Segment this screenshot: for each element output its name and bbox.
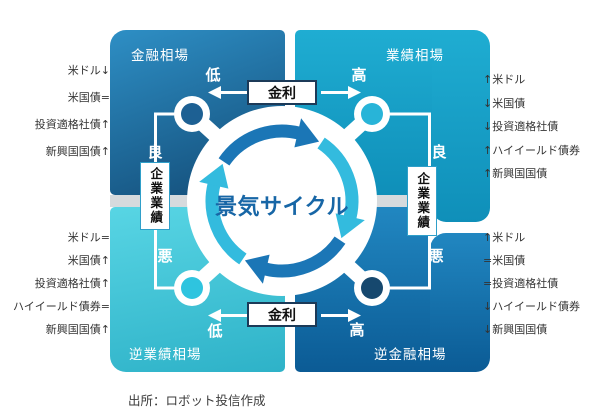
- arrow-right-icon: [348, 309, 361, 322]
- quadrant-title-financial-market: 金融相場: [131, 48, 189, 64]
- scale-label-good-left: 良: [147, 143, 163, 161]
- asset-list-item: 投資適格社債↑: [34, 277, 110, 290]
- cycle-arrowhead-icon: [199, 163, 229, 189]
- asset-list-item: =投資適格社債: [483, 277, 559, 290]
- asset-list-item: 米国債↑: [67, 254, 110, 267]
- asset-list-bottom-right: ↑米ドル =米国債 =投資適格社債 ↓ハイイールド債券 ↓新興国国債: [483, 226, 580, 341]
- node-dot-icon: [361, 103, 383, 125]
- interest-rate-label: 金利: [268, 307, 296, 324]
- asset-list-top-right: ↑米ドル ↓米国債 ↓投資適格社債 ↑ハイイールド債券 ↑新興国国債: [483, 68, 580, 186]
- node-dot-icon: [181, 103, 203, 125]
- asset-list-item: 新興国国債↑: [45, 145, 110, 158]
- quadrant-title-earnings-market: 業績相場: [386, 48, 444, 64]
- arrow-left-icon: [208, 86, 221, 99]
- corporate-earnings-label: 企業業績: [415, 172, 431, 230]
- cycle-arc: [205, 182, 247, 265]
- corporate-earnings-box-right: 企業業績: [407, 166, 437, 236]
- asset-list-item: ↑新興国国債: [483, 167, 548, 180]
- asset-list-item: ↓米国債: [483, 96, 526, 110]
- quadrant-title-reverse-earnings-market: 逆業績相場: [129, 347, 202, 363]
- scale-label-high-top: 高: [351, 66, 367, 84]
- asset-list-item: ↓ハイイールド債券: [483, 300, 580, 313]
- asset-list-item: 米ドル↓: [67, 64, 110, 77]
- asset-list-item: ↑米ドル: [483, 231, 526, 244]
- arrow-left-icon: [208, 309, 221, 322]
- asset-list-item: 米国債=: [67, 91, 110, 104]
- corner-nodes: [174, 96, 390, 306]
- asset-list-item: ↑ハイイールド債券: [483, 143, 580, 157]
- interest-rate-box-top: 金利: [247, 80, 317, 105]
- scale-label-bad-left: 悪: [157, 247, 173, 265]
- interest-rate-arrows: [208, 86, 361, 322]
- scale-label-low-top: 低: [205, 66, 221, 84]
- node-dot-icon: [181, 277, 203, 299]
- quadrant-panel-reverse-financial-market-extension: [430, 233, 490, 372]
- scale-label-high-bottom: 高: [349, 321, 365, 339]
- asset-list-item: ↑米ドル: [483, 73, 526, 86]
- arrow-right-icon: [348, 86, 361, 99]
- asset-list-item: 米ドル=: [67, 231, 110, 244]
- scale-label-bad-right: 悪: [428, 247, 444, 265]
- cycle-arc: [218, 124, 301, 166]
- asset-list-item: =米国債: [483, 254, 526, 267]
- scale-label-good-right: 良: [431, 143, 447, 161]
- interest-rate-label: 金利: [268, 85, 296, 102]
- scale-label-low-bottom: 低: [207, 322, 223, 340]
- cycle-arc: [317, 137, 359, 220]
- corporate-earnings-box-left: 企業業績: [140, 162, 170, 230]
- node-dot-icon: [361, 277, 383, 299]
- asset-list-bottom-left: 米ドル= 米国債↑ 投資適格社債↑ ハイイールド債券= 新興国国債↑: [13, 226, 110, 341]
- corporate-earnings-label: 企業業績: [148, 167, 164, 225]
- cycle-arrowhead-icon: [335, 213, 365, 239]
- cycle-arrowhead-icon: [294, 118, 320, 148]
- cycle-arrows: [199, 118, 365, 284]
- cycle-arc: [263, 236, 346, 278]
- center-cycle-label: 景気サイクル: [215, 195, 349, 220]
- quadrant-title-reverse-financial-market: 逆金融相場: [374, 347, 447, 363]
- asset-list-item: ↓投資適格社債: [483, 120, 559, 133]
- quadrant-panel-earnings-market-extension: [432, 30, 490, 222]
- source-note: 出所：ロボット投信作成: [128, 393, 266, 408]
- asset-list-item: 新興国国債↑: [45, 323, 110, 336]
- cycle-arrowhead-icon: [244, 254, 270, 284]
- asset-list-item: ↓新興国国債: [483, 323, 548, 336]
- asset-list-item: ハイイールド債券=: [13, 300, 110, 313]
- asset-list-item: 投資適格社債↑: [34, 118, 110, 131]
- interest-rate-box-bottom: 金利: [247, 302, 317, 327]
- asset-list-top-left: 米ドル↓ 米国債= 投資適格社債↑ 新興国国債↑: [35, 57, 110, 165]
